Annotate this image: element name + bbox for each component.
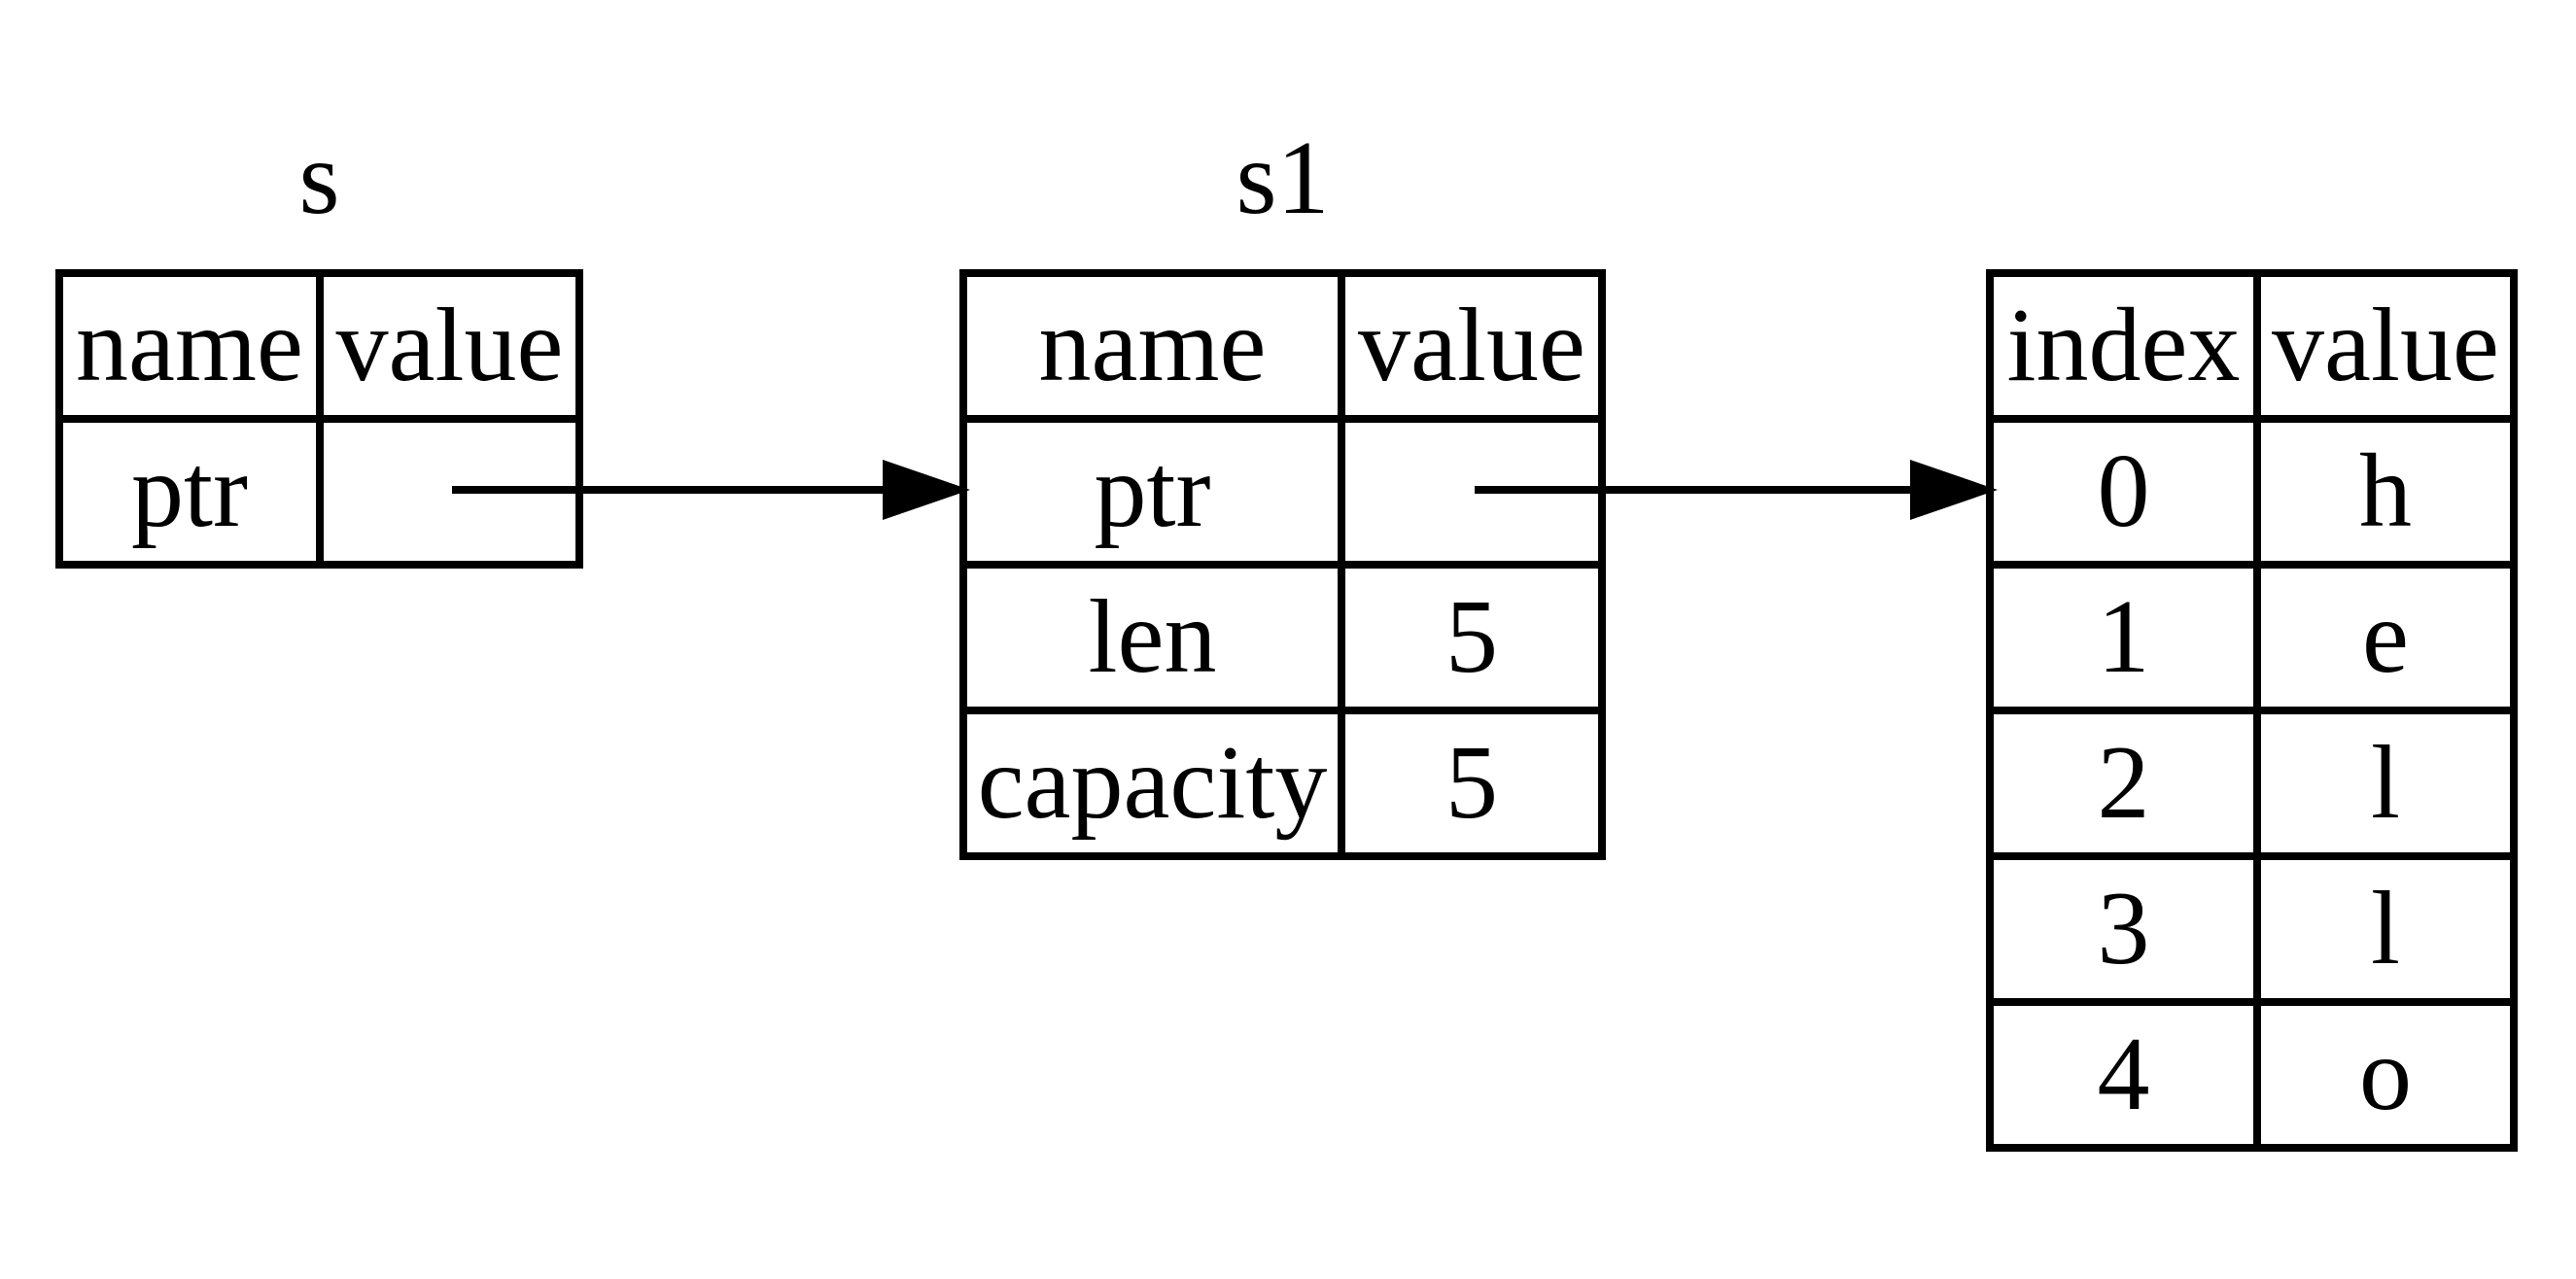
- s1-header-cell-value: value: [1345, 277, 1598, 415]
- heap-cell-r4-c1: o: [2261, 1006, 2510, 1144]
- heap-cell-r0-c0: 0: [1994, 423, 2253, 561]
- s1-cell-r1-c1: 5: [1345, 569, 1598, 707]
- s1-cell-r1-c0: len: [967, 569, 1338, 707]
- s1-header-cell-name: name: [967, 277, 1338, 415]
- heap-cell-r3-c0: 3: [1994, 860, 2253, 998]
- s1-cell-r0-c0: ptr: [967, 423, 1338, 561]
- s1-cell-r2-c0: capacity: [967, 714, 1338, 852]
- table-title-s: s: [298, 121, 340, 236]
- heap-cell-r4-c0: 4: [1994, 1006, 2253, 1144]
- table-title-s1: s1: [1236, 121, 1330, 236]
- heap-cell-r1-c0: 1: [1994, 569, 2253, 707]
- pointer-arrow-s-to-s1-line: [452, 486, 889, 494]
- s-header-cell-name: name: [63, 277, 316, 415]
- heap-cell-r0-c1: h: [2261, 423, 2510, 561]
- heap-cell-r2-c0: 2: [1994, 714, 2253, 852]
- heap-cell-r2-c1: l: [2261, 714, 2510, 852]
- heap-cell-r3-c1: l: [2261, 860, 2510, 998]
- pointer-arrow-s1-to-heap-arrowhead-icon: [1910, 460, 1998, 520]
- s1-cell-r2-c1: 5: [1345, 714, 1598, 852]
- heap-header-cell-index: index: [1994, 277, 2253, 415]
- pointer-arrow-s-to-s1-arrowhead-icon: [883, 460, 970, 520]
- s-cell-r0-c0: ptr: [63, 423, 316, 561]
- heap-header-cell-value: value: [2261, 277, 2510, 415]
- heap-cell-r1-c1: e: [2261, 569, 2510, 707]
- s-header-cell-value: value: [324, 277, 575, 415]
- pointer-arrow-s1-to-heap-line: [1475, 486, 1920, 494]
